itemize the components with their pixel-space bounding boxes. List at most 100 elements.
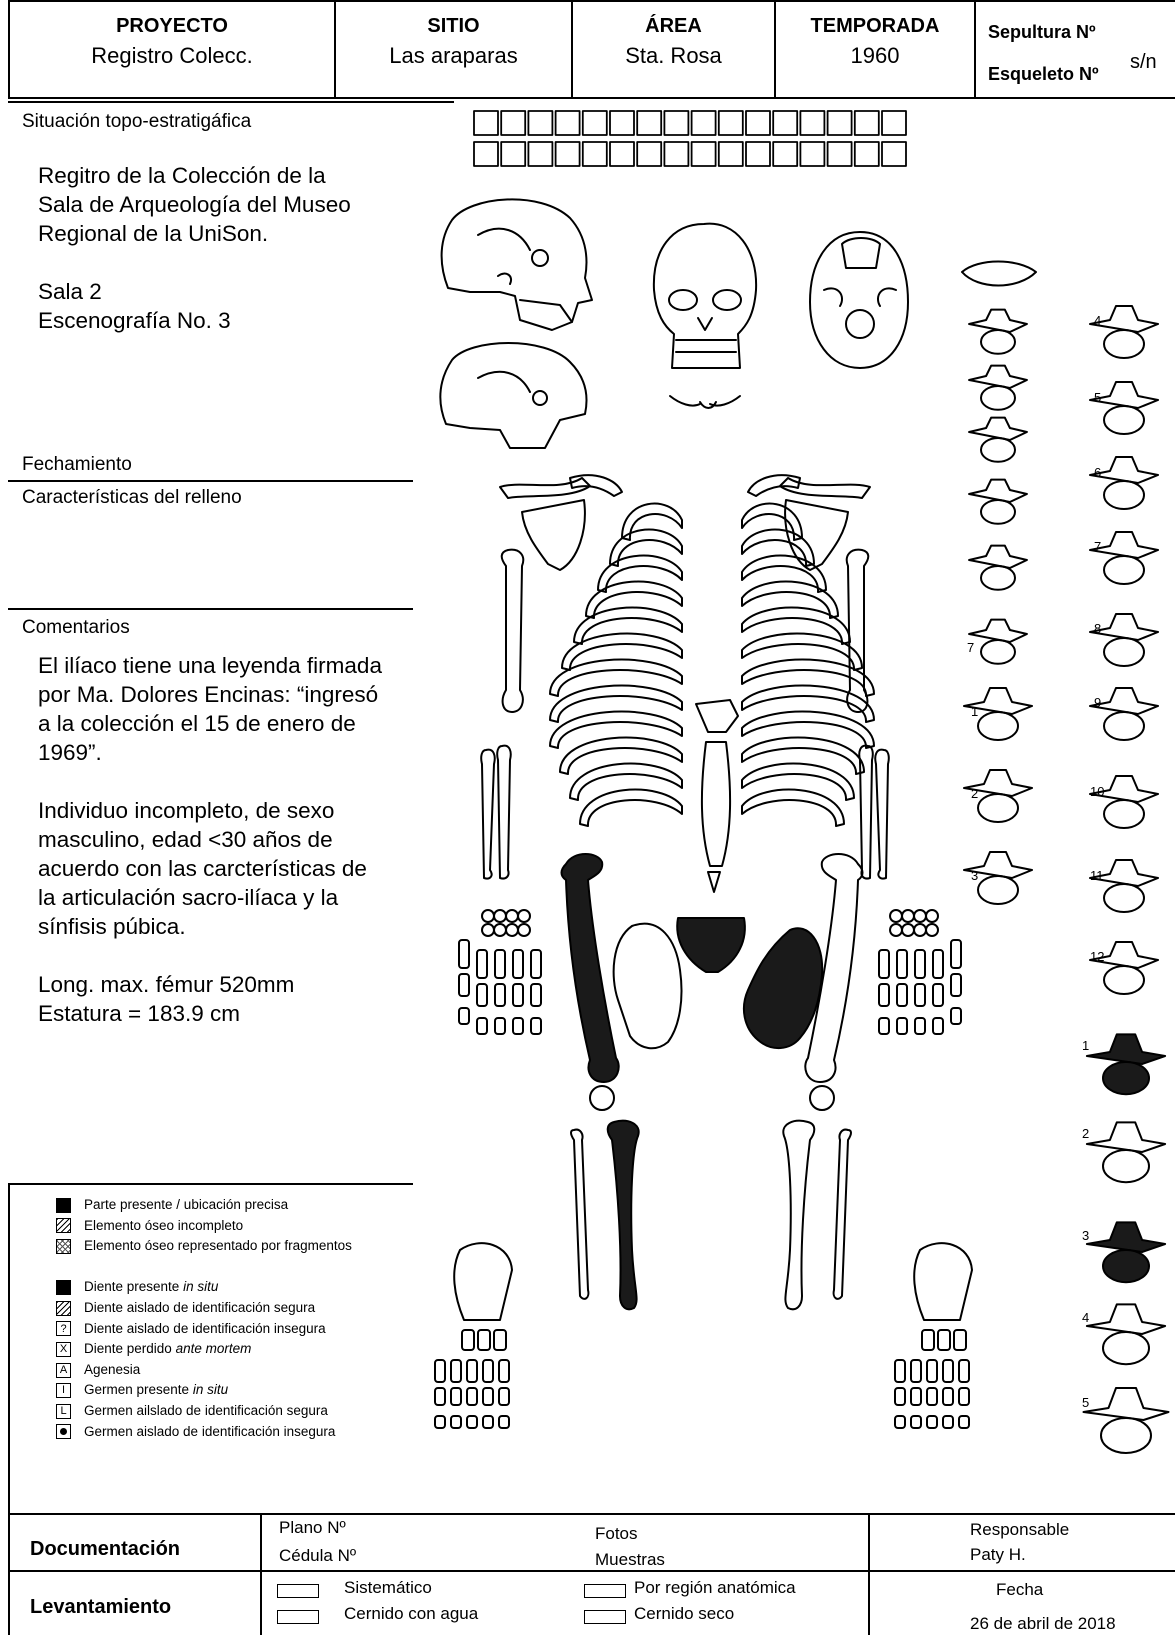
vertebra-label: 5	[1082, 1395, 1089, 1410]
vertebra-label: 7	[967, 640, 974, 655]
iliac-right-present-icon	[744, 928, 822, 1048]
foot-right	[895, 1243, 972, 1428]
vertebra-body-icon	[981, 500, 1015, 524]
phalanx-icon	[531, 1018, 541, 1034]
vertebra-body-icon	[1103, 1332, 1149, 1364]
vertebra-label: 8	[1094, 621, 1101, 636]
carpal-icon	[518, 910, 530, 922]
sistematico-checkbox[interactable]	[277, 1584, 319, 1598]
documentacion-label: Documentación	[30, 1538, 180, 1561]
carpal-icon	[494, 910, 506, 922]
vertebra-arch-icon	[1087, 1034, 1165, 1064]
vertebra-label: 3	[971, 868, 978, 883]
dental-chart	[474, 111, 906, 166]
vertebra-body-icon	[1104, 638, 1144, 666]
foot-phalanx-icon	[499, 1416, 509, 1428]
phalanx-icon	[933, 984, 943, 1006]
carpal-icon	[914, 924, 926, 936]
foot-phalanx-icon	[451, 1360, 461, 1382]
patella-left-icon	[590, 1086, 614, 1110]
phalanx-icon	[495, 950, 505, 978]
lumbar-vertebrae	[1084, 1034, 1169, 1453]
foot-phalanx-icon	[959, 1388, 969, 1405]
tooth-box	[773, 111, 797, 135]
tooth-box	[692, 142, 716, 166]
rib-icon	[742, 790, 844, 826]
tooth-box	[528, 111, 552, 135]
phalanx-icon	[477, 984, 487, 1006]
vertebra-body-icon	[1104, 556, 1144, 584]
vertebra-body-icon	[978, 712, 1018, 740]
tibia-left-present-icon	[608, 1121, 639, 1309]
tooth-box	[556, 111, 580, 135]
vertebra-body-icon	[1103, 1062, 1149, 1094]
phalanx-icon	[897, 1018, 907, 1034]
tibia-right-icon	[783, 1121, 814, 1309]
tooth-box	[692, 111, 716, 135]
scapula-left-icon	[522, 500, 585, 570]
foot-phalanx-icon	[483, 1388, 493, 1405]
foot-phalanx-icon	[911, 1416, 921, 1428]
phalanx-icon	[915, 984, 925, 1006]
vertebra-body-icon	[1103, 1150, 1149, 1182]
foot-phalanx-icon	[895, 1388, 905, 1405]
vertebra-body-icon	[1104, 406, 1144, 434]
vertebra-label: 6	[1094, 465, 1101, 480]
vertebra-arch-icon	[969, 418, 1027, 440]
foot-phalanx-icon	[435, 1388, 445, 1405]
foot-phalanx-icon	[943, 1360, 953, 1382]
tooth-box	[882, 142, 906, 166]
tooth-box	[610, 111, 634, 135]
vertebra-arch-icon	[969, 480, 1027, 502]
foot-left	[435, 1243, 512, 1428]
foot-phalanx-icon	[499, 1388, 509, 1405]
vertebra-body-icon	[1104, 481, 1144, 509]
phalanx-icon	[477, 1018, 487, 1034]
cernido-agua-checkbox[interactable]	[277, 1610, 319, 1624]
carpal-icon	[506, 910, 518, 922]
tooth-box	[474, 142, 498, 166]
phalanx-icon	[879, 984, 889, 1006]
fecha-label: Fecha	[996, 1580, 1043, 1600]
fibula-right-icon	[834, 1130, 851, 1299]
vertebra-arch-icon	[969, 546, 1027, 568]
phalanx-icon	[513, 1018, 523, 1034]
carpal-icon	[518, 924, 530, 936]
tarsal-icon	[462, 1330, 474, 1350]
vertebra-body-icon	[981, 386, 1015, 410]
phalanx-icon	[459, 1008, 469, 1024]
skeleton-diagram	[0, 0, 1175, 1510]
vertebra-arch-icon	[969, 310, 1027, 332]
phalanx-icon	[951, 1008, 961, 1024]
vertebra-body-icon	[1103, 1250, 1149, 1282]
fecha-value: 26 de abril de 2018	[970, 1614, 1116, 1634]
vertebra-arch-icon	[1087, 1222, 1165, 1252]
tooth-box	[664, 111, 688, 135]
cernido-seco-checkbox[interactable]	[584, 1610, 626, 1624]
radius-left-icon	[481, 750, 495, 879]
hand-left	[459, 910, 541, 1034]
clavicle-mid-left-icon	[570, 475, 622, 496]
carpal-icon	[890, 924, 902, 936]
clavicle-left-icon	[500, 478, 590, 498]
phalanx-icon	[897, 984, 907, 1006]
foot-phalanx-icon	[467, 1360, 477, 1382]
foot-phalanx-icon	[959, 1416, 969, 1428]
vertebra-body-icon	[1104, 712, 1144, 740]
rib-icon	[622, 504, 682, 540]
fibula-left-icon	[571, 1130, 588, 1299]
carpal-icon	[482, 924, 494, 936]
iliac-left-icon	[614, 924, 682, 1049]
phalanx-icon	[477, 950, 487, 978]
phalanx-icon	[879, 950, 889, 978]
vertebra-body-icon	[978, 876, 1018, 904]
tooth-box	[501, 142, 525, 166]
phalanx-icon	[915, 950, 925, 978]
por-region-checkbox[interactable]	[584, 1584, 626, 1598]
thoracic-vertebrae-right	[1090, 306, 1158, 994]
foot-phalanx-icon	[895, 1416, 905, 1428]
vertebra-label: 2	[971, 786, 978, 801]
foot-phalanx-icon	[499, 1360, 509, 1382]
clavicle-mid-right-icon	[748, 475, 800, 496]
vertebra-body-icon	[978, 794, 1018, 822]
